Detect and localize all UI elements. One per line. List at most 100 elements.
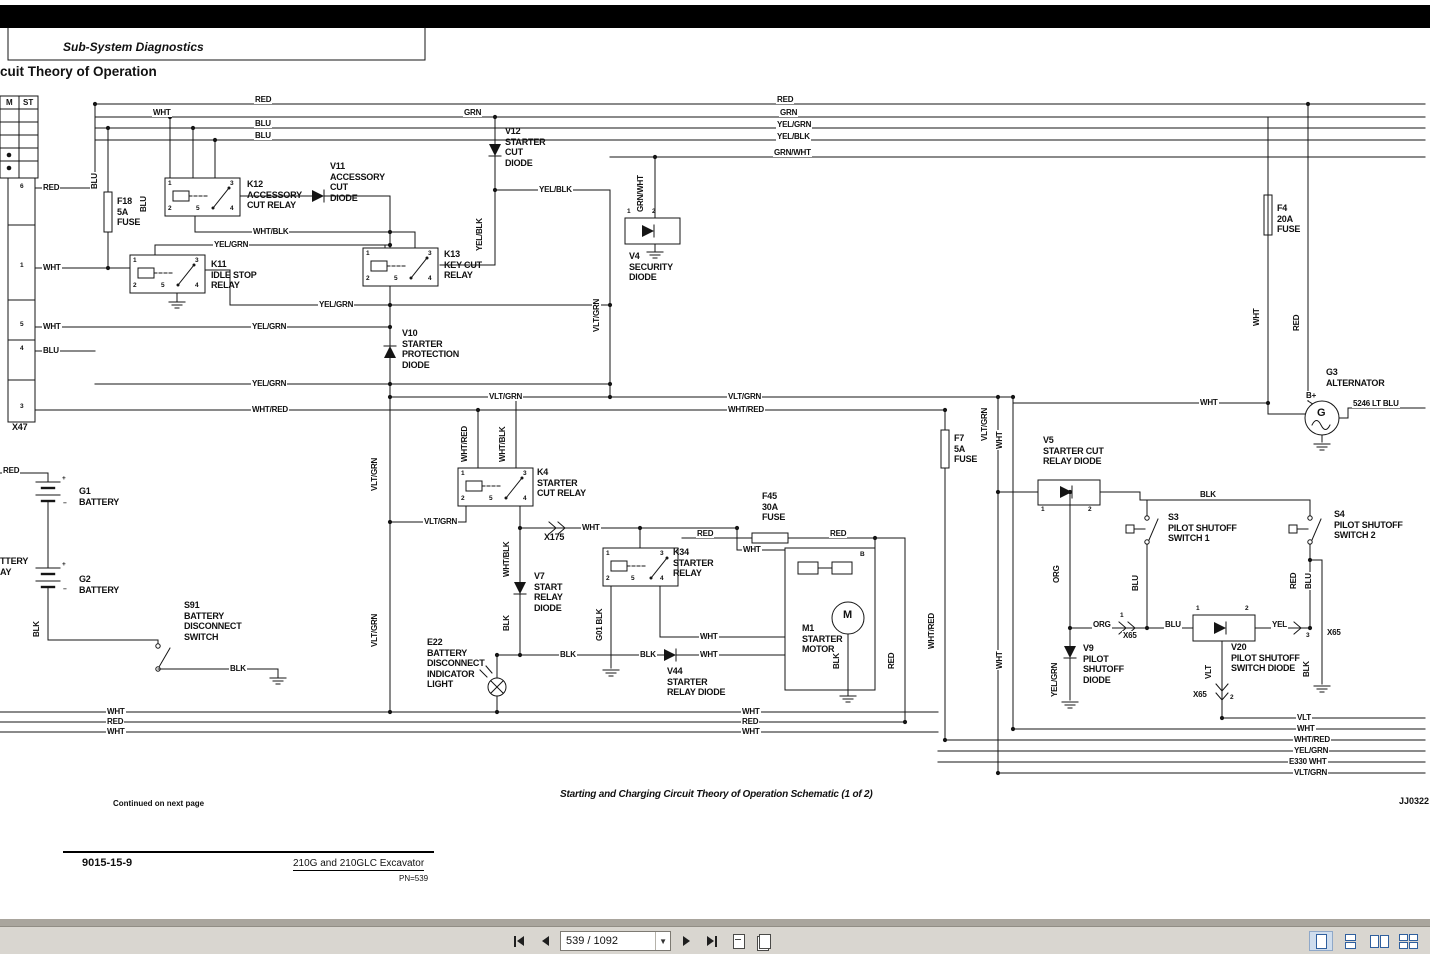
wire-label-x65: X65 bbox=[1326, 628, 1342, 637]
first-page-button[interactable] bbox=[508, 931, 530, 951]
wire-label-vlt-grn: VLT/GRN bbox=[592, 297, 601, 333]
component-label-v20: V20 PILOT SHUTOFF SWITCH DIODE bbox=[1231, 642, 1300, 673]
wire-label-wht: WHT bbox=[699, 632, 719, 641]
wire-label-wht: WHT bbox=[741, 707, 761, 716]
pin-label-2: 2 bbox=[461, 495, 465, 502]
previous-page-icon bbox=[541, 936, 549, 946]
pin-label-4: 4 bbox=[428, 275, 432, 282]
pin-label-2: 2 bbox=[1230, 694, 1234, 701]
wire-label-wht: WHT bbox=[106, 727, 126, 736]
wire-label-blu: BLU bbox=[1304, 572, 1313, 590]
wire-label-yel-blk: YEL/BLK bbox=[538, 185, 573, 194]
pin-label-5: 5 bbox=[631, 575, 635, 582]
wire-label-wht: WHT bbox=[581, 523, 601, 532]
pin-label-1: 1 bbox=[133, 257, 137, 264]
pin-label-5: 5 bbox=[161, 282, 165, 289]
wire-label-yel-grn: YEL/GRN bbox=[213, 240, 250, 249]
view-facing-button[interactable] bbox=[1367, 931, 1391, 951]
wire-label-x65: X65 bbox=[1122, 631, 1138, 640]
pin-label-1: 1 bbox=[1041, 506, 1045, 513]
wire-label-g01-blk: G01 BLK bbox=[595, 607, 604, 642]
wire-label-blu: BLU bbox=[42, 346, 60, 355]
pin-label-3: 3 bbox=[230, 180, 234, 187]
wire-label-wht-red: WHT/RED bbox=[460, 425, 469, 463]
wire-label-vlt-grn: VLT/GRN bbox=[980, 406, 989, 442]
wire-label-red: RED bbox=[2, 466, 21, 475]
pin-label-1: 1 bbox=[1196, 605, 1200, 612]
component-label-x47: X47 bbox=[12, 422, 28, 432]
wire-label-x65: X65 bbox=[1192, 690, 1208, 699]
first-page-icon bbox=[514, 935, 516, 947]
page-number-value: 539 / 1092 bbox=[566, 935, 618, 947]
wire-label-red: RED bbox=[1289, 571, 1298, 590]
wire-label-grn-wht: GRN/WHT bbox=[773, 148, 812, 157]
component-label-k12: K12 ACCESSORY CUT RELAY bbox=[247, 179, 302, 210]
pin-label-label: − bbox=[63, 500, 67, 507]
pin-label-1: 1 bbox=[627, 208, 631, 215]
page-dropdown-arrow-icon[interactable]: ▼ bbox=[655, 932, 670, 950]
wire-label-blk: BLK bbox=[559, 650, 577, 659]
component-label-m1: M1 STARTER MOTOR bbox=[802, 623, 843, 654]
wire-label-grn: GRN bbox=[779, 108, 799, 117]
wire-label-grn: GRN bbox=[463, 108, 483, 117]
component-label-s4: S4 PILOT SHUTOFF SWITCH 2 bbox=[1334, 509, 1403, 540]
view-continuous-button[interactable] bbox=[1338, 931, 1362, 951]
pin-label-3: 3 bbox=[195, 257, 199, 264]
wire-label-red: RED bbox=[741, 717, 760, 726]
view-single-page-button[interactable] bbox=[1309, 931, 1333, 951]
document-number: 9015-15-9 bbox=[82, 857, 133, 869]
wire-label-wht: WHT bbox=[42, 322, 62, 331]
last-page-icon bbox=[715, 935, 717, 947]
wire-label-org: ORG bbox=[1052, 564, 1061, 584]
wire-label-blk: BLK bbox=[229, 664, 247, 673]
wire-label-red: RED bbox=[887, 651, 896, 670]
page-number-field[interactable]: 539 / 1092 ▼ bbox=[560, 931, 671, 951]
next-page-button[interactable] bbox=[675, 931, 697, 951]
wire-label-wht: WHT bbox=[1252, 307, 1261, 327]
pin-label-2: 2 bbox=[168, 205, 172, 212]
pin-label-2: 2 bbox=[366, 275, 370, 282]
snapshot-button[interactable] bbox=[727, 931, 749, 951]
pin-label-5: 5 bbox=[489, 495, 493, 502]
pin-label-4: 4 bbox=[523, 495, 527, 502]
pin-label-1: 1 bbox=[606, 550, 610, 557]
wire-label-vlt-grn: VLT/GRN bbox=[370, 456, 379, 492]
wire-label-wht-red: WHT/RED bbox=[727, 405, 765, 414]
pin-label-label: − bbox=[63, 586, 67, 593]
component-label-e22: E22 BATTERY DISCONNECT INDICATOR LIGHT bbox=[427, 637, 485, 689]
wire-label-vlt-grn: VLT/GRN bbox=[727, 392, 763, 401]
wire-label-wht-blk: WHT/BLK bbox=[498, 425, 507, 463]
wire-label-vlt-grn: VLT/GRN bbox=[370, 612, 379, 648]
continuous-icon bbox=[1344, 933, 1356, 949]
pdf-toolbar: 539 / 1092 ▼ bbox=[0, 926, 1430, 954]
pin-label-6: 6 bbox=[20, 183, 24, 190]
wire-label-wht-red: WHT/RED bbox=[1293, 735, 1331, 744]
pin-label-2: 2 bbox=[133, 282, 137, 289]
toolbar-shadow bbox=[0, 919, 1430, 926]
pin-label-2: 2 bbox=[652, 208, 656, 215]
previous-page-button[interactable] bbox=[534, 931, 556, 951]
wire-label-wht: WHT bbox=[106, 707, 126, 716]
wire-label-e330-wht: E330 WHT bbox=[1288, 757, 1328, 766]
wire-label-blu: BLU bbox=[1131, 574, 1140, 592]
wire-label-yel: YEL bbox=[1271, 620, 1288, 629]
wire-label-yel-grn: YEL/GRN bbox=[251, 379, 288, 388]
table-header-st: ST bbox=[23, 98, 34, 107]
wire-label-wht: WHT bbox=[995, 430, 1004, 450]
wire-label-yel-grn: YEL/GRN bbox=[776, 120, 813, 129]
copy-page-button[interactable] bbox=[753, 931, 775, 951]
pin-label-4: 4 bbox=[230, 205, 234, 212]
snapshot-icon bbox=[730, 933, 747, 950]
wire-label-blu: BLU bbox=[1164, 620, 1182, 629]
component-label-v10: V10 STARTER PROTECTION DIODE bbox=[402, 328, 460, 370]
component-label-f7: F7 5A FUSE bbox=[954, 433, 978, 464]
last-page-button[interactable] bbox=[701, 931, 723, 951]
pin-label-5: 5 bbox=[20, 321, 24, 328]
page-navigation-group: 539 / 1092 ▼ bbox=[508, 931, 775, 951]
wire-label-wht-red: WHT/RED bbox=[251, 405, 289, 414]
component-label-v4: V4 SECURITY DIODE bbox=[629, 251, 673, 282]
wire-label-org: ORG bbox=[1092, 620, 1112, 629]
view-continuous-facing-button[interactable] bbox=[1396, 931, 1420, 951]
wire-label-yel-grn: YEL/GRN bbox=[1050, 661, 1059, 698]
